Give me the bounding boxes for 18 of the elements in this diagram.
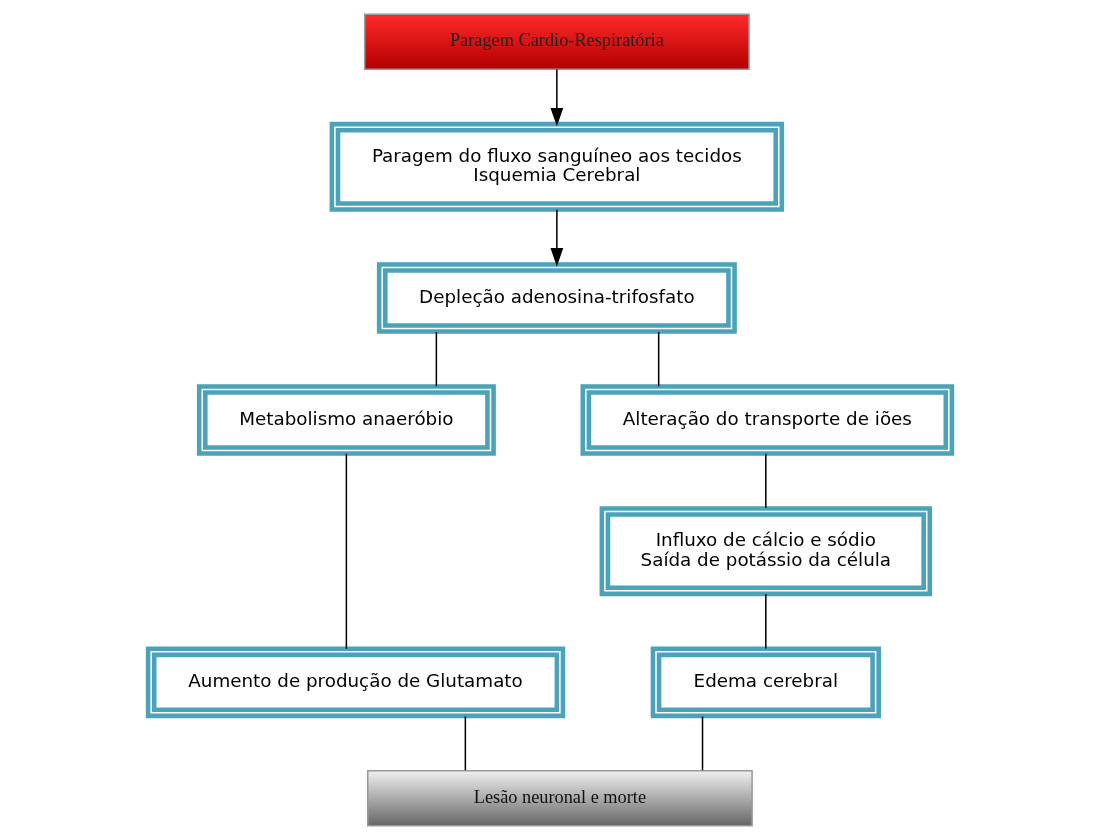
node-box: Paragem Cardio-Respiratória [363, 13, 750, 70]
node-box: Influxo de cálcio e sódio Saída de potássio da célula [599, 506, 933, 597]
node-box: Aumento de produção de Glutamato [145, 646, 566, 719]
node-box: Metabolismo anaeróbio [196, 384, 496, 456]
connector [765, 593, 767, 650]
node-box: Edema cerebral [650, 646, 881, 719]
connector [345, 453, 348, 650]
node-box: Paragem do fluxo sanguíneo aos tecidos Isquemia Cerebral [329, 121, 785, 212]
arrow [550, 68, 564, 127]
node-box: Depleção adenosina-trifosfato [376, 262, 737, 334]
node-box: Lesão neuronal e morte [366, 770, 753, 827]
connector [464, 715, 467, 771]
connector [435, 331, 438, 387]
connector [701, 715, 704, 771]
arrow [550, 209, 564, 267]
connector [765, 453, 767, 509]
connector [657, 331, 660, 387]
node-box: Alteração do transporte de iões [580, 384, 955, 456]
